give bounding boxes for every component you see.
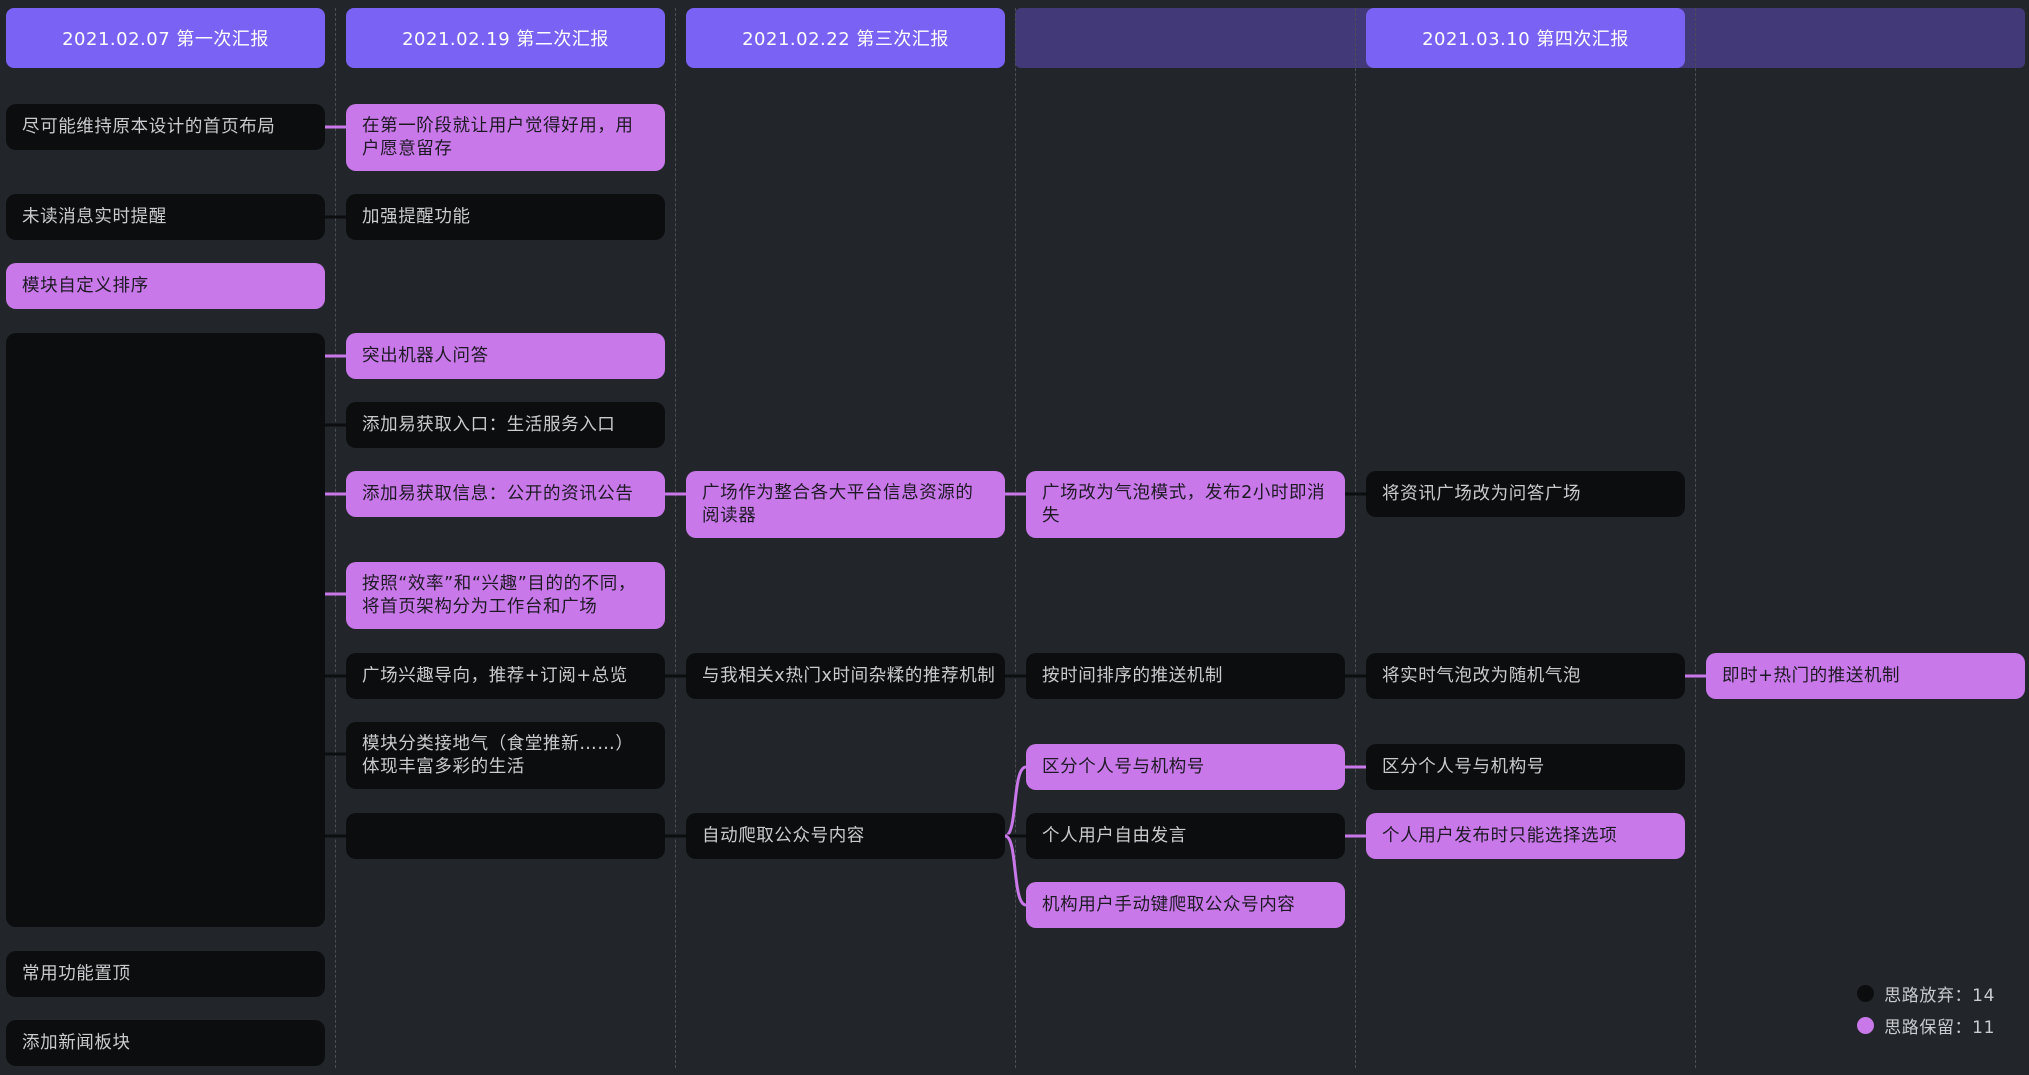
- column-divider: [335, 8, 336, 1068]
- idea-node[interactable]: 按照“效率”和“兴趣”目的的不同，将首页架构分为工作台和广场: [346, 562, 665, 629]
- idea-node[interactable]: 加强提醒功能: [346, 194, 665, 240]
- node-label: 常用功能置顶: [22, 963, 131, 984]
- node-label: 模块自定义排序: [22, 275, 149, 296]
- node-label: 广场作为整合各大平台信息资源的阅读器: [702, 482, 974, 526]
- dark-dot-icon: [1857, 984, 1875, 1002]
- column-divider: [675, 8, 676, 1068]
- header-report-2: 2021.02.19 第二次汇报: [346, 8, 665, 68]
- idea-node[interactable]: 个人用户发布时只能选择选项: [1366, 813, 1685, 859]
- node-label: 加强提醒功能: [362, 206, 471, 227]
- legend-label: 思路保留：11: [1884, 1017, 1995, 1038]
- idea-node[interactable]: 与我相关x热门x时间杂糅的推荐机制: [686, 653, 1005, 699]
- legend: 思路放弃：14 思路保留：11: [1857, 977, 1995, 1041]
- idea-node[interactable]: 常用功能置顶: [6, 951, 325, 997]
- node-label: 即时+热门的推送机制: [1722, 665, 1901, 686]
- column-divider: [1015, 8, 1016, 1068]
- connector: [1003, 765, 1028, 838]
- idea-node[interactable]: 添加易获取信息：公开的资讯公告: [346, 471, 665, 517]
- node-label: 未读消息实时提醒: [22, 206, 167, 227]
- node-label: 添加新闻板块: [22, 1032, 131, 1053]
- idea-node[interactable]: 广场改为气泡模式，发布2小时即消失: [1026, 471, 1345, 538]
- node-label: 按时间排序的推送机制: [1042, 665, 1223, 686]
- node-label: 将资讯广场改为问答广场: [1382, 483, 1582, 504]
- node-label: 机构用户手动键爬取公众号内容: [1042, 894, 1296, 915]
- idea-node[interactable]: 广场兴趣导向，推荐+订阅+总览: [346, 653, 665, 699]
- purple-dot-icon: [1857, 1016, 1875, 1034]
- idea-node[interactable]: 个人用户自由发言: [1026, 813, 1345, 859]
- idea-node[interactable]: 自动爬取公众号内容: [686, 813, 1005, 859]
- node-label: 广场兴趣导向，推荐+订阅+总览: [362, 665, 628, 686]
- idea-node[interactable]: 尽可能维持原本设计的首页布局: [6, 104, 325, 150]
- legend-item-abandoned: 思路放弃：14: [1857, 977, 1995, 1009]
- node-label: 广场改为气泡模式，发布2小时即消失: [1042, 482, 1326, 526]
- idea-node[interactable]: 按时间排序的推送机制: [1026, 653, 1345, 699]
- node-label: 与我相关x热门x时间杂糅的推荐机制: [702, 665, 996, 686]
- idea-node[interactable]: 添加易获取入口：生活服务入口: [346, 402, 665, 448]
- header-report-3: 2021.02.22 第三次汇报: [686, 8, 1005, 68]
- legend-label: 思路放弃：14: [1884, 985, 1995, 1006]
- idea-node[interactable]: 广场作为整合各大平台信息资源的阅读器: [686, 471, 1005, 538]
- idea-node[interactable]: 模块分类接地气（食堂推新……）体现丰富多彩的生活: [346, 722, 665, 789]
- legend-item-kept: 思路保留：11: [1857, 1009, 1995, 1041]
- idea-node[interactable]: 未读消息实时提醒: [6, 194, 325, 240]
- idea-node[interactable]: [346, 813, 665, 859]
- node-label: 个人用户发布时只能选择选项: [1382, 825, 1618, 846]
- idea-node[interactable]: 将资讯广场改为问答广场: [1366, 471, 1685, 517]
- node-label: 区分个人号与机构号: [1382, 756, 1545, 777]
- node-label: 添加易获取信息：公开的资讯公告: [362, 483, 634, 504]
- connector: [1003, 834, 1028, 907]
- idea-node-group[interactable]: [6, 333, 325, 927]
- node-label: 模块分类接地气（食堂推新……）体现丰富多彩的生活: [362, 733, 634, 777]
- node-label: 将实时气泡改为随机气泡: [1382, 665, 1582, 686]
- header-report-1: 2021.02.07 第一次汇报: [6, 8, 325, 68]
- column-divider: [1355, 8, 1356, 1068]
- idea-node[interactable]: 即时+热门的推送机制: [1706, 653, 2025, 699]
- idea-node[interactable]: 添加新闻板块: [6, 1020, 325, 1066]
- column-divider: [1695, 8, 1696, 1068]
- node-label: 自动爬取公众号内容: [702, 825, 865, 846]
- idea-node[interactable]: 在第一阶段就让用户觉得好用，用户愿意留存: [346, 104, 665, 171]
- node-label: 按照“效率”和“兴趣”目的的不同，将首页架构分为工作台和广场: [362, 573, 636, 617]
- node-label: 个人用户自由发言: [1042, 825, 1187, 846]
- header-report-4: 2021.03.10 第四次汇报: [1366, 8, 1685, 68]
- idea-node[interactable]: 将实时气泡改为随机气泡: [1366, 653, 1685, 699]
- node-label: 突出机器人问答: [362, 345, 489, 366]
- idea-node[interactable]: 机构用户手动键爬取公众号内容: [1026, 882, 1345, 928]
- node-label: 在第一阶段就让用户觉得好用，用户愿意留存: [362, 115, 634, 159]
- idea-node[interactable]: 模块自定义排序: [6, 263, 325, 309]
- node-label: 尽可能维持原本设计的首页布局: [22, 116, 276, 137]
- idea-node[interactable]: 突出机器人问答: [346, 333, 665, 379]
- node-label: 添加易获取入口：生活服务入口: [362, 414, 616, 435]
- idea-node[interactable]: 区分个人号与机构号: [1366, 744, 1685, 790]
- idea-node[interactable]: 区分个人号与机构号: [1026, 744, 1345, 790]
- node-label: 区分个人号与机构号: [1042, 756, 1205, 777]
